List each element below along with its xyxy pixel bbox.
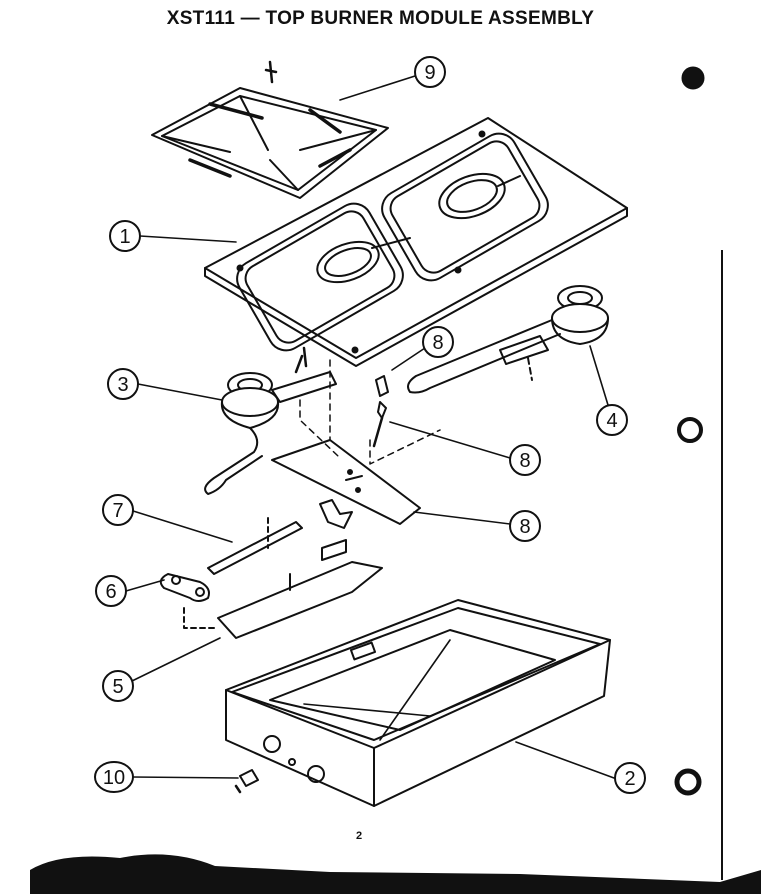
- callout-4: 4: [596, 404, 628, 436]
- callout-3: 3: [107, 368, 139, 400]
- svg-text:9: 9: [424, 62, 435, 84]
- callout-2: 2: [614, 762, 646, 794]
- page-number: 2: [356, 830, 363, 842]
- igniter-cap: [375, 375, 389, 397]
- assembly-lines: [299, 359, 441, 465]
- leader-lines: [125, 75, 615, 779]
- svg-text:10: 10: [103, 767, 125, 789]
- svg-text:3: 3: [117, 374, 128, 396]
- burner-grate: [151, 60, 389, 199]
- callout-6: 6: [95, 575, 127, 607]
- svg-text:7: 7: [112, 500, 123, 522]
- callout-5: 5: [102, 670, 134, 702]
- burner-box: [225, 599, 611, 807]
- svg-text:1: 1: [119, 226, 130, 248]
- igniter-electrode: [372, 401, 387, 448]
- valve-bracket: [183, 539, 383, 639]
- callout-8-igniter-cap: 8: [422, 326, 454, 358]
- callout-10: 10: [94, 761, 134, 793]
- callout-7: 7: [102, 494, 134, 526]
- binder-holes: [674, 66, 705, 796]
- svg-text:6: 6: [105, 581, 116, 603]
- svg-text:8: 8: [432, 332, 443, 354]
- callout-1: 1: [109, 220, 141, 252]
- scan-shadow: [30, 854, 761, 894]
- callout-9: 9: [414, 56, 446, 88]
- callout-8-igniter-bracket: 8: [509, 510, 541, 542]
- svg-text:2: 2: [624, 768, 635, 790]
- igniter-bracket: [271, 439, 421, 529]
- orifice-tube: [207, 517, 303, 575]
- right-burner: [407, 285, 609, 394]
- left-burner: [204, 346, 337, 495]
- diagram-title: XST111 — TOP BURNER MODULE ASSEMBLY: [166, 8, 595, 29]
- svg-text:8: 8: [519, 450, 530, 472]
- svg-text:8: 8: [519, 516, 530, 538]
- cooktop-panel: [204, 117, 628, 367]
- svg-text:5: 5: [112, 676, 123, 698]
- callout-8-igniter-electrode: 8: [509, 444, 541, 476]
- orifice-fitting: [234, 769, 259, 794]
- svg-text:4: 4: [606, 410, 617, 432]
- valve-clip: [159, 573, 210, 602]
